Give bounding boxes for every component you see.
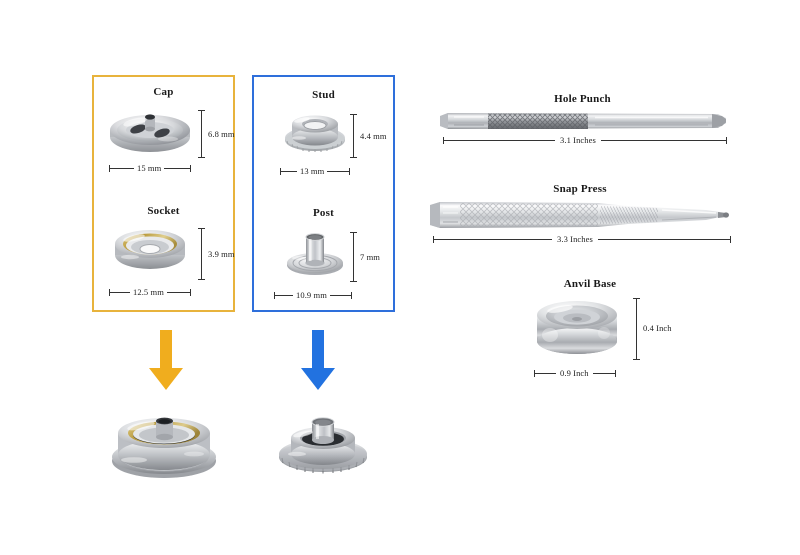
- anvil-base-photo: [534, 295, 620, 357]
- socket-height-label: 3.9 mm: [208, 249, 235, 259]
- stud-height-rule: [350, 114, 357, 158]
- cap-photo: [105, 106, 195, 156]
- anvil-height-rule: [633, 298, 640, 360]
- hole-punch-photo: [440, 110, 726, 132]
- stud-post-assembly-photo: [277, 410, 369, 476]
- assembly-arrow-orange: [145, 330, 187, 392]
- socket-photo: [110, 224, 190, 272]
- socket-width-label: 12.5 mm: [130, 287, 167, 297]
- group-box-stud-post: [252, 75, 395, 312]
- post-height-rule: [350, 232, 357, 282]
- post-height-label: 7 mm: [360, 252, 380, 262]
- stud-width-label: 13 mm: [297, 166, 328, 176]
- stud-photo: [283, 110, 347, 154]
- assembly-arrow-blue: [297, 330, 339, 392]
- cap-height-rule: [198, 110, 205, 158]
- tool-title-snap-press: Snap Press: [553, 183, 607, 195]
- hole-punch-length-label: 3.1 Inches: [555, 135, 601, 145]
- part-title-post: Post: [313, 207, 334, 219]
- snap-press-length-label: 3.3 Inches: [552, 234, 598, 244]
- tool-title-hole-punch: Hole Punch: [554, 93, 611, 105]
- post-width-label: 10.9 mm: [293, 290, 330, 300]
- cap-width-label: 15 mm: [134, 163, 165, 173]
- tool-title-anvil-base: Anvil Base: [563, 278, 617, 290]
- group-box-cap-socket: [92, 75, 235, 312]
- part-title-stud: Stud: [312, 89, 335, 101]
- cap-socket-assembly-photo: [106, 405, 222, 479]
- part-title-socket: Socket: [147, 205, 180, 217]
- post-photo: [285, 228, 345, 278]
- cap-height-label: 6.8 mm: [208, 129, 235, 139]
- anvil-width-label: 0.9 Inch: [556, 368, 593, 378]
- stud-height-label: 4.4 mm: [360, 131, 387, 141]
- snap-press-photo: [430, 200, 730, 230]
- socket-height-rule: [198, 228, 205, 280]
- part-title-cap: Cap: [153, 86, 174, 98]
- anvil-height-label: 0.4 Inch: [643, 323, 672, 333]
